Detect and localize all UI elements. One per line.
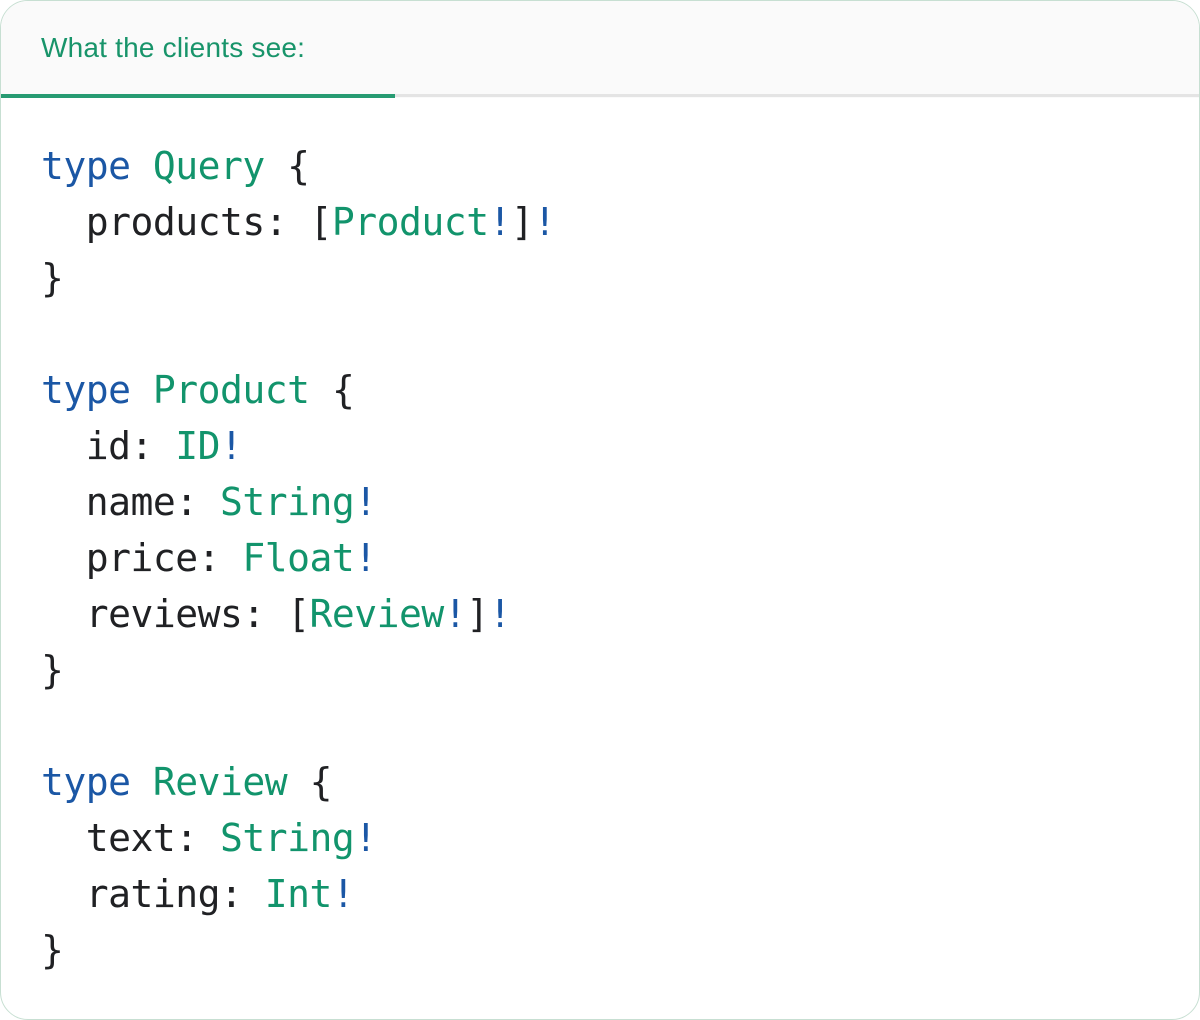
code-token: { [309, 368, 355, 412]
active-tab-underline [1, 94, 395, 98]
code-token [131, 760, 153, 804]
code-token: reviews: [ [41, 592, 310, 636]
code-token: String [220, 816, 355, 860]
code-token: ! [220, 424, 243, 468]
code-line: type Product { [41, 362, 1169, 418]
code-token: type [41, 144, 131, 188]
code-token: type [41, 368, 131, 412]
code-token: { [287, 760, 333, 804]
code-line: products: [Product!]! [41, 194, 1169, 250]
code-token: } [41, 256, 64, 300]
code-token: ! [354, 480, 377, 524]
tab-clients-view-label: What the clients see: [41, 31, 306, 63]
code-token: type [41, 760, 131, 804]
code-token: ] [510, 200, 534, 244]
code-token: rating: [41, 872, 265, 916]
code-token: Product [152, 368, 310, 412]
code-token: ! [488, 592, 512, 636]
code-token: ! [331, 872, 355, 916]
code-token: text: [41, 816, 221, 860]
code-token: ! [354, 816, 377, 860]
code-line: text: String! [41, 810, 1169, 866]
tab-bar-divider [395, 94, 1199, 97]
code-token: ] [466, 592, 489, 636]
code-token: Query [152, 144, 265, 188]
code-token: ! [443, 592, 467, 636]
graphql-schema-code-block: type Query { products: [Product!]!} type… [1, 98, 1199, 978]
code-token: ! [533, 200, 556, 244]
code-token [131, 368, 153, 412]
code-line: reviews: [Review!]! [41, 586, 1169, 642]
code-line: } [41, 642, 1169, 698]
panel-tab-bar: What the clients see: [1, 1, 1199, 98]
code-token [131, 144, 153, 188]
code-line [41, 698, 1169, 754]
code-token: } [41, 928, 64, 972]
code-token: ! [488, 200, 512, 244]
code-token: Review [152, 760, 288, 804]
code-token: } [41, 648, 64, 692]
code-line: type Review { [41, 754, 1169, 810]
code-token: name: [41, 480, 221, 524]
code-token: ! [354, 536, 377, 580]
code-line: id: ID! [41, 418, 1169, 474]
code-token: products: [ [41, 200, 333, 244]
code-line: } [41, 922, 1169, 978]
code-line: name: String! [41, 474, 1169, 530]
code-token: id: [41, 424, 176, 468]
code-token: Int [264, 872, 333, 916]
code-token: Float [242, 536, 355, 580]
code-token: Product [331, 200, 489, 244]
tab-clients-view[interactable]: What the clients see: [1, 1, 305, 98]
code-line: rating: Int! [41, 866, 1169, 922]
code-line: price: Float! [41, 530, 1169, 586]
code-token: ID [175, 424, 221, 468]
code-token: { [264, 144, 310, 188]
code-line [41, 306, 1169, 362]
code-token: String [220, 480, 355, 524]
code-token: Review [309, 592, 445, 636]
code-line: type Query { [41, 138, 1169, 194]
code-line: } [41, 250, 1169, 306]
code-token: price: [41, 536, 243, 580]
